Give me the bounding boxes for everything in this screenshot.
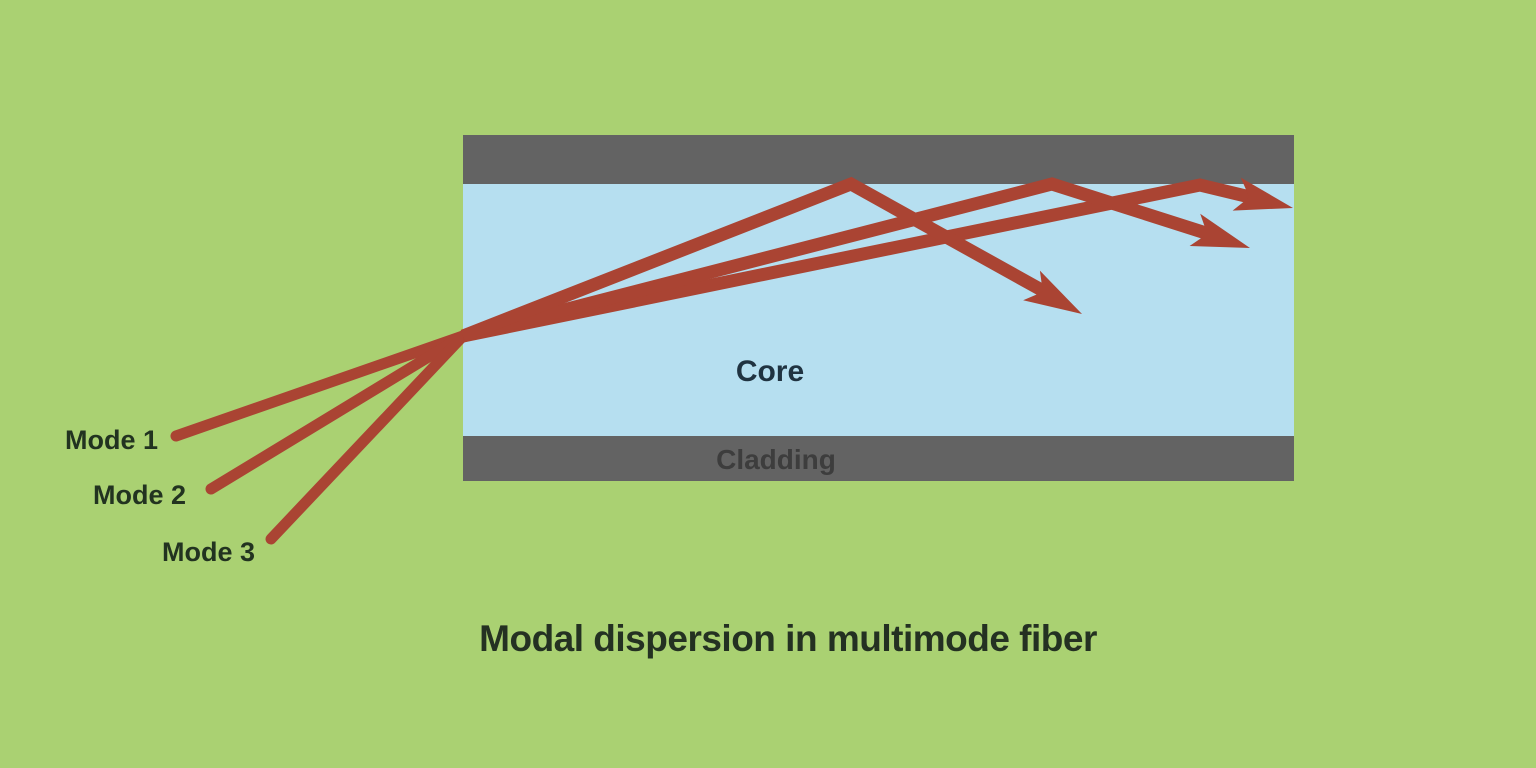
core-label: Core — [736, 355, 804, 388]
mode1-incoming-ray — [170, 330, 469, 442]
incoming-rays — [170, 330, 469, 545]
mode-labels: Mode 1 Mode 2 Mode 3 — [65, 425, 255, 567]
mode2-incoming-ray — [205, 330, 469, 495]
mode3-core-ray — [460, 176, 1051, 343]
mode3-arrowhead-icon — [1023, 270, 1082, 314]
cladding-top-bar — [463, 135, 1294, 184]
mode2-arrowhead-icon — [1189, 213, 1250, 248]
mode2-core-ray — [461, 177, 1214, 343]
mode3-label: Mode 3 — [162, 537, 255, 567]
mode3-incoming-ray — [265, 330, 469, 545]
cladding-bottom-bar — [463, 436, 1294, 481]
mode1-core-ray — [461, 178, 1256, 343]
mode1-arrowhead-icon — [1232, 177, 1293, 211]
mode1-label: Mode 1 — [65, 425, 158, 455]
mode2-label: Mode 2 — [93, 480, 186, 510]
core-rays — [460, 176, 1293, 343]
diagram-title: Modal dispersion in multimode fiber — [479, 618, 1097, 659]
cladding-label: Cladding — [716, 444, 836, 475]
